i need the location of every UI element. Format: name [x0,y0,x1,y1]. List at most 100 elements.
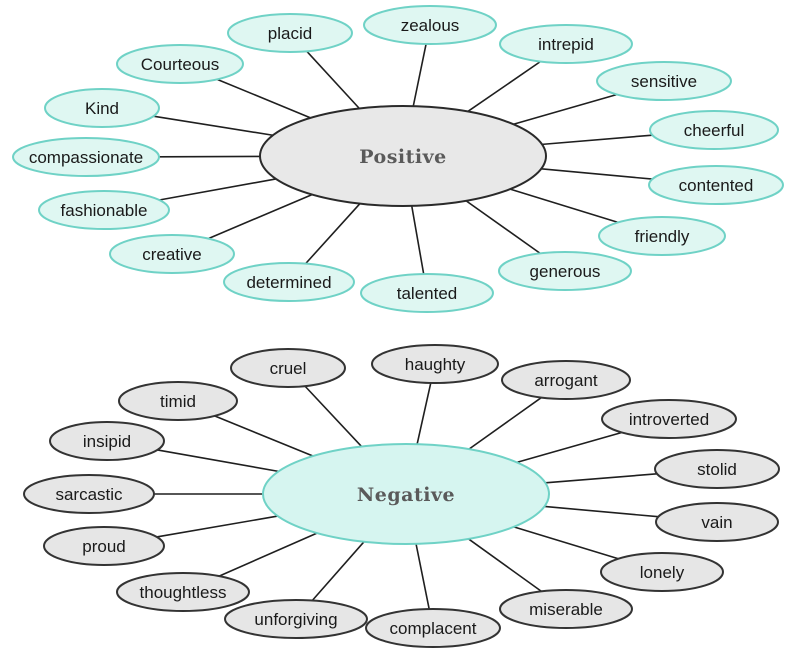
positive-word-label: determined [246,273,331,292]
negative-word-label: timid [160,392,196,411]
negative-word-bubble [499,589,633,629]
positive-word-bubble [648,165,784,205]
positive-spoke-fashionable [159,178,277,201]
positive-word-node-intrepid: intrepid [499,24,633,64]
negative-word-node-sarcastic: sarcastic [23,474,155,514]
positive-word-bubble [44,88,160,128]
negative-word-label: insipid [83,432,131,451]
negative-word-node-proud: proud [43,526,165,566]
negative-word-bubble [49,421,165,461]
positive-word-label: friendly [635,227,690,246]
positive-spoke-determined [305,203,361,265]
positive-word-label: Courteous [141,55,219,74]
positive-word-label: placid [268,24,312,43]
positive-word-node-talented: talented [360,273,494,313]
negative-word-node-complacent: complacent [365,608,501,648]
positive-word-label: talented [397,284,458,303]
positive-word-bubble [227,13,353,53]
negative-spoke-miserable [468,538,542,593]
negative-word-node-thoughtless: thoughtless [116,572,250,612]
positive-spoke-creative [207,193,313,240]
positive-word-label: zealous [401,16,460,35]
negative-spoke-proud [156,515,278,538]
positive-word-bubble [223,262,355,302]
positive-word-bubble [498,251,632,291]
negative-word-node-stolid: stolid [654,449,780,489]
negative-spoke-lonely [513,526,619,560]
positive-word-label: Kind [85,99,119,118]
negative-word-bubble [224,599,368,639]
negative-word-bubble [118,381,238,421]
positive-word-label: contented [679,176,754,195]
negative-word-label: proud [82,537,125,556]
positive-word-node-friendly: friendly [598,216,726,256]
negative-spoke-haughty [416,382,432,445]
negative-word-node-haughty: haughty [371,344,499,384]
negative-word-node-timid: timid [118,381,238,421]
positive-word-node-generous: generous [498,251,632,291]
positive-word-bubble [499,24,633,64]
negative-word-bubble [23,474,155,514]
negative-word-label: sarcastic [55,485,123,504]
positive-word-node-determined: determined [223,262,355,302]
positive-word-label: sensitive [631,72,697,91]
positive-word-node-creative: creative [109,234,235,274]
negative-word-bubble [371,344,499,384]
negative-spoke-thoughtless [218,532,318,577]
negative-spoke-vain [544,505,659,518]
negative-word-node-insipid: insipid [49,421,165,461]
negative-spoke-timid [214,415,314,457]
positive-word-node-kind: Kind [44,88,160,128]
positive-word-label: generous [530,262,601,281]
positive-hub-ellipse [259,105,547,207]
positive-word-node-courteous: Courteous [116,44,244,84]
positive-spoke-generous [465,200,541,255]
negative-word-label: vain [701,513,732,532]
positive-word-bubble [109,234,235,274]
negative-hub-ellipse [262,443,550,545]
positive-word-node-sensitive: sensitive [596,61,732,101]
negative-spoke-unforgiving [311,541,365,602]
negative-spoke-insipid [157,449,279,473]
negative-word-label: unforgiving [254,610,337,629]
positive-spoke-zealous [412,43,427,107]
positive-spoke-contented [541,168,653,180]
negative-word-node-vain: vain [655,502,779,542]
positive-spoke-courteous [216,78,311,119]
positive-word-bubble [363,5,497,45]
positive-word-bubble [38,190,170,230]
negative-word-node-miserable: miserable [499,589,633,629]
negative-word-label: stolid [697,460,737,479]
positive-word-bubble [598,216,726,256]
negative-word-label: cruel [270,359,307,378]
negative-spoke-stolid [545,473,658,484]
negative-word-node-arrogant: arrogant [501,360,631,400]
negative-word-label: arrogant [534,371,598,390]
negative-word-label: haughty [405,355,466,374]
positive-word-node-fashionable: fashionable [38,190,170,230]
negative-word-bubble [43,526,165,566]
positive-word-label: fashionable [61,201,148,220]
negative-spoke-introverted [516,431,622,464]
negative-spoke-arrogant [468,396,542,450]
negative-word-label: miserable [529,600,603,619]
negative-word-label: introverted [629,410,709,429]
negative-word-bubble [501,360,631,400]
positive-spoke-kind [153,115,274,137]
negative-word-node-introverted: introverted [601,399,737,439]
positive-word-bubble [360,273,494,313]
positive-word-web: Positive placid zealous intrepid sensitive ch… [12,5,784,313]
positive-word-bubble [12,137,160,177]
positive-word-node-contented: contented [648,165,784,205]
positive-word-label: creative [142,245,202,264]
positive-word-bubble [649,110,779,150]
positive-word-node-compassionate: compassionate [12,137,160,177]
positive-hub-label: Positive [359,146,447,168]
negative-word-bubble [600,552,724,592]
negative-word-bubble [654,449,780,489]
negative-spoke-cruel [304,385,363,448]
positive-spoke-sensitive [513,93,618,126]
positive-word-node-cheerful: cheerful [649,110,779,150]
